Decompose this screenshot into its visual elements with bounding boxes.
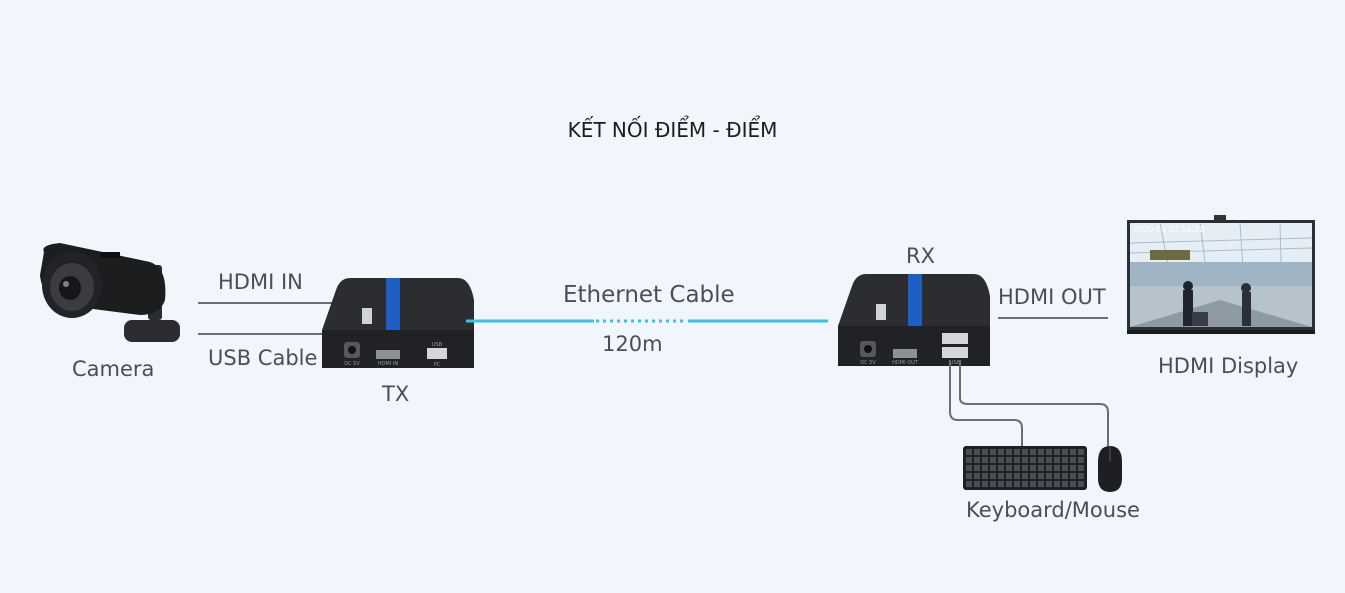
- distance-label: 120m: [602, 332, 663, 356]
- ethernet-cable-label: Ethernet Cable: [563, 282, 735, 308]
- keyboard-wire: [949, 360, 1023, 446]
- rx-port-hdmi-label: HDMI OUT: [892, 360, 919, 366]
- keyboard-icon: [963, 446, 1087, 490]
- diagram-title: KẾT NỐI ĐIỂM - ĐIỂM: [567, 118, 778, 142]
- rx-label: RX: [906, 244, 935, 268]
- tx-label: TX: [382, 382, 410, 406]
- display-overlay-text: 2020 03 07 16:30: [1133, 225, 1204, 234]
- tx-port-dc-label: DC 5V: [344, 361, 360, 367]
- tx-port-hdmi-label: HDMI IN: [378, 361, 398, 367]
- hdmi-display-icon: 2020 03 07 16:30: [1127, 215, 1315, 334]
- tx-port-usb-label: USB: [432, 342, 443, 348]
- mouse-icon: [1098, 446, 1122, 492]
- usb-cable-label: USB Cable: [208, 346, 318, 370]
- rx-port-dc-label: DC 5V: [860, 360, 876, 366]
- keyboard-mouse-label: Keyboard/Mouse: [966, 498, 1140, 522]
- camera-icon: [40, 243, 180, 342]
- rx-port-usb-label: USB: [950, 360, 961, 366]
- hdmi-in-label: HDMI IN: [218, 270, 303, 294]
- mouse-wire: [959, 360, 1109, 446]
- rx-device: DC 5V HDMI OUT USB: [838, 274, 990, 366]
- camera-label: Camera: [72, 357, 155, 381]
- tx-port-pc-label: PC: [434, 362, 441, 368]
- hdmi-out-label: HDMI OUT: [998, 285, 1106, 309]
- hdmi-display-label: HDMI Display: [1158, 354, 1299, 378]
- tx-device: DC 5V HDMI IN USB PC: [322, 278, 474, 368]
